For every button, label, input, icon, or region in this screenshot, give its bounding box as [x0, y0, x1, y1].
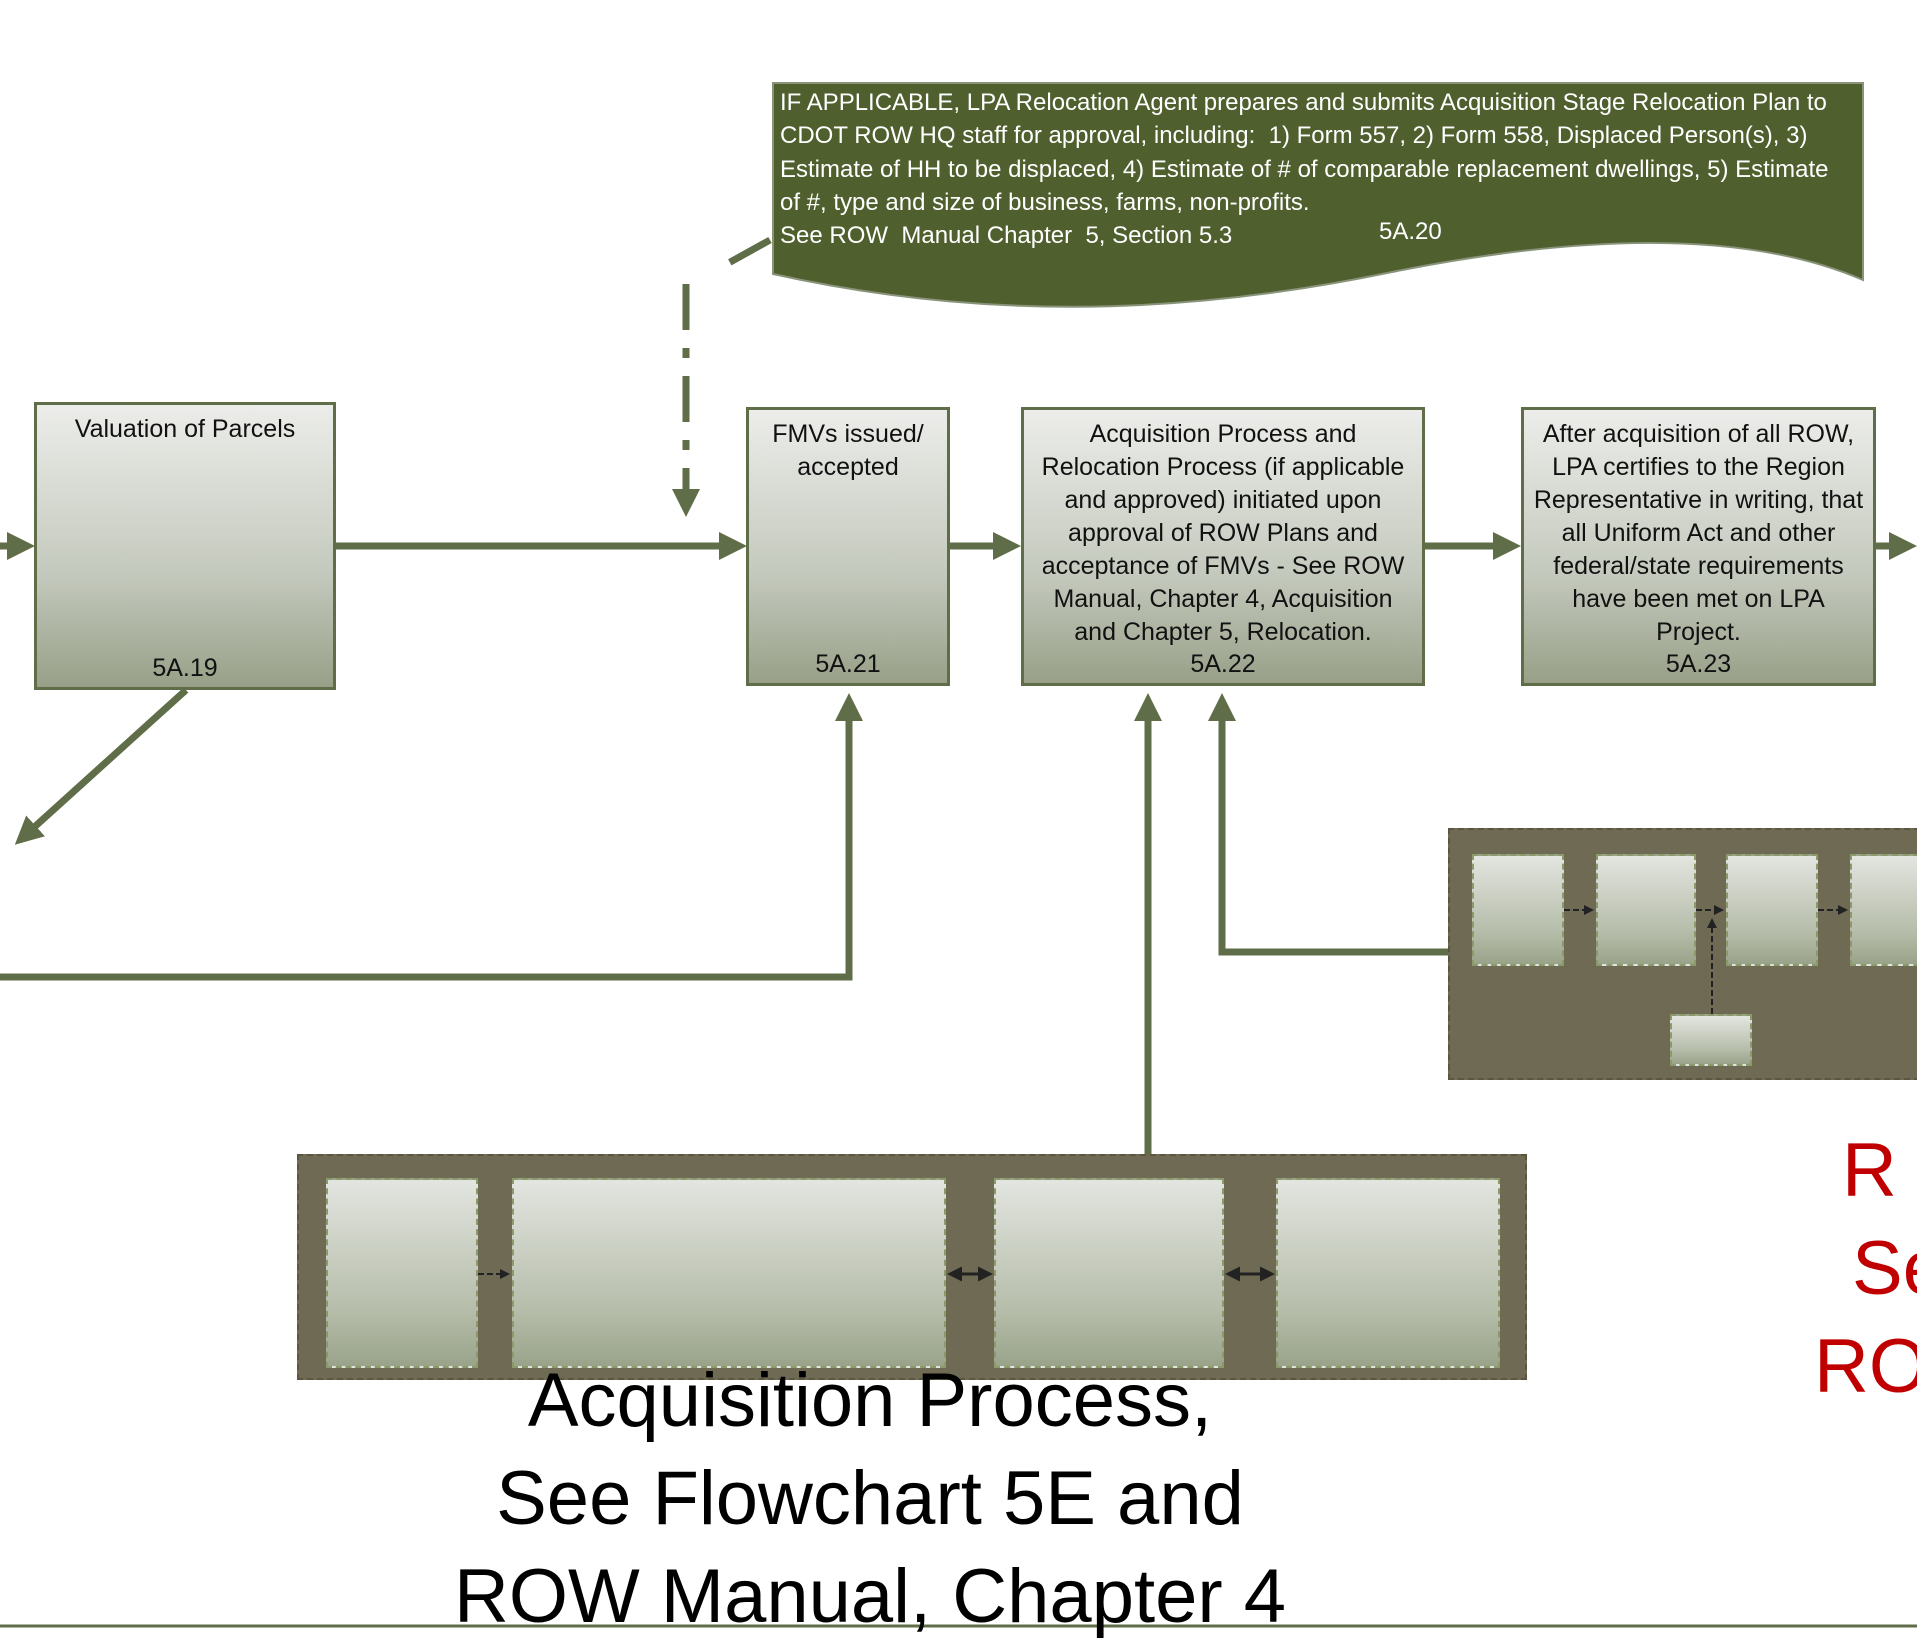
- step-code: 5A.22: [1190, 650, 1256, 678]
- note-document-shape: [772, 82, 1864, 308]
- note-code-label: 5A.20: [1379, 218, 1442, 245]
- step-code: 5A.19: [152, 654, 218, 682]
- relocation-substep-input[interactable]: [1670, 1014, 1752, 1066]
- relocation-plan-note: IF APPLICABLE, LPA Relocation Agent prep…: [772, 82, 1864, 314]
- step-text: Acquisition Process and Relocation Proce…: [1041, 420, 1405, 646]
- acquisition-caption-line-1: Acquisition Process,: [527, 1358, 1213, 1443]
- acquisition-subprocess-group[interactable]: [297, 1154, 1527, 1380]
- step-acquisition-relocation[interactable]: Acquisition Process and Relocation Proce…: [1021, 407, 1425, 686]
- acquisition-substep-1[interactable]: [326, 1178, 478, 1368]
- dashed-arrow-note-to-5a21: [686, 236, 772, 510]
- acquisition-substep-3[interactable]: [994, 1178, 1224, 1368]
- acquisition-caption-line-3: ROW Manual, Chapter 4: [453, 1554, 1287, 1639]
- step-code: 5A.21: [815, 650, 881, 678]
- arrow-relocation-to-5a22: [1208, 693, 1448, 956]
- acquisition-caption: Acquisition Process, See Flowchart 5E an…: [410, 1352, 1330, 1646]
- relocation-caption-line-1: R: [1842, 1128, 1897, 1213]
- note-code: 5A.20: [1379, 215, 1442, 248]
- step-fmvs-issued[interactable]: FMVs issued/ accepted 5A.21: [746, 407, 950, 686]
- step-text: FMVs issued/ accepted: [772, 420, 924, 481]
- relocation-substep-4[interactable]: [1850, 854, 1917, 966]
- acquisition-caption-line-2: See Flowchart 5E and: [496, 1456, 1244, 1541]
- relocation-caption-cropped: R Se RO: [1760, 1122, 1917, 1416]
- step-text: After acquisition of all ROW, LPA certif…: [1533, 420, 1864, 646]
- step-valuation-of-parcels[interactable]: Valuation of Parcels 5A.19: [34, 402, 336, 690]
- relocation-substep-2[interactable]: [1596, 854, 1696, 966]
- acquisition-group-arrows: [478, 1266, 1275, 1282]
- relocation-caption-line-2: Se: [1852, 1226, 1917, 1311]
- acquisition-substep-2[interactable]: [512, 1178, 946, 1368]
- note-text: IF APPLICABLE, LPA Relocation Agent prep…: [780, 89, 1829, 250]
- relocation-caption-line-3: RO: [1814, 1324, 1917, 1409]
- step-text: Valuation of Parcels: [74, 415, 296, 443]
- acquisition-substep-4[interactable]: [1276, 1178, 1500, 1368]
- relocation-substep-1[interactable]: [1472, 854, 1564, 966]
- relocation-group-arrows: [1564, 905, 1848, 1014]
- relocation-subprocess-group[interactable]: [1448, 828, 1917, 1080]
- step-code: 5A.23: [1665, 650, 1732, 678]
- arrow-5a19-diagonal: [14, 687, 189, 845]
- relocation-substep-3[interactable]: [1726, 854, 1818, 966]
- arrow-loop-into-5a21: [0, 693, 863, 981]
- step-certification[interactable]: After acquisition of all ROW, LPA certif…: [1521, 407, 1876, 686]
